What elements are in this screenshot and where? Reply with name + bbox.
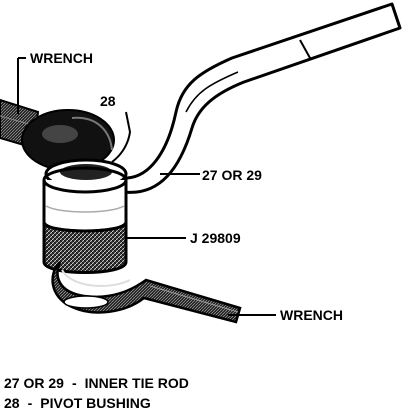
legend-key: 27 OR 29	[4, 375, 64, 391]
legend-separator: -	[27, 395, 33, 411]
wrench-bottom	[51, 261, 242, 324]
callout-wrench-top: WRENCH	[30, 50, 93, 66]
wrench-top	[0, 98, 115, 171]
leader-lines	[17, 57, 276, 316]
callout-tool: J 29809	[190, 230, 241, 246]
leader-pivot-bushing	[111, 111, 132, 163]
legend-row: 28-PIVOT BUSHING	[4, 395, 151, 411]
legend-description: PIVOT BUSHING	[40, 395, 151, 411]
inner-tie-rod	[120, 2, 402, 194]
tool-j29809	[42, 166, 128, 274]
callout-wrench-bottom: WRENCH	[280, 307, 343, 323]
legend-separator: -	[71, 375, 77, 391]
callout-pivot-bushing: 28	[100, 93, 116, 109]
legend-row: 27 OR 29-INNER TIE ROD	[4, 375, 189, 391]
legend-key: 28	[4, 395, 20, 411]
callout-tie-rod: 27 OR 29	[202, 167, 262, 183]
leader-wrench-top	[17, 57, 26, 114]
legend-description: INNER TIE ROD	[84, 375, 189, 391]
